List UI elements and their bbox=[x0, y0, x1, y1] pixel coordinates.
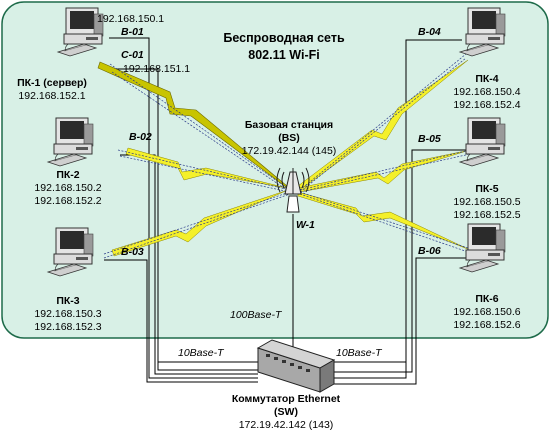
link-label-b05: B-05 bbox=[418, 133, 441, 145]
link-label-b06: B-06 bbox=[418, 245, 441, 257]
wireless-link-b03 bbox=[111, 189, 289, 257]
link-label-b02: B-02 bbox=[129, 131, 152, 143]
wireless-link-b05 bbox=[297, 149, 471, 193]
pc6-ip1: 192.168.150.6 bbox=[453, 306, 520, 318]
diagram-subtitle: 802.11 Wi-Fi bbox=[248, 48, 319, 62]
switch-abbrev: (SW) bbox=[274, 406, 298, 418]
pc3-name: ПК-3 bbox=[56, 295, 79, 307]
base-station-antenna-icon bbox=[276, 167, 310, 213]
wireless-link-b02 bbox=[125, 147, 288, 189]
pc3-ip1: 192.168.150.3 bbox=[34, 308, 101, 320]
pc1-ip-top2: 192.168.151.1 bbox=[123, 63, 190, 75]
base-station-label: Базовая станция bbox=[245, 119, 333, 131]
antenna-label: W-1 bbox=[296, 219, 315, 231]
pc5-ip2: 192.168.152.5 bbox=[453, 209, 520, 221]
link-label-b01: B-01 bbox=[121, 26, 144, 38]
pc1-ip: 192.168.152.1 bbox=[18, 90, 85, 102]
pc4-ip2: 192.168.152.4 bbox=[453, 99, 520, 111]
pc3-ip2: 192.168.152.3 bbox=[34, 321, 101, 333]
pc1-name: ПК-1 (сервер) bbox=[17, 77, 87, 89]
pc5-ip1: 192.168.150.5 bbox=[453, 196, 520, 208]
link-label-b04: B-04 bbox=[418, 26, 441, 38]
base-station-ip: 172.19.42.144 (145) bbox=[242, 145, 337, 157]
pc2-ip2: 192.168.152.2 bbox=[34, 195, 101, 207]
link-label-b03: B-03 bbox=[121, 246, 144, 258]
pc2-name: ПК-2 bbox=[56, 169, 79, 181]
cable-label-right: 10Base-T bbox=[336, 347, 383, 359]
switch-label: Коммутатор Ethernet bbox=[232, 393, 341, 405]
pc1-ip-top1: 192.168.150.1 bbox=[97, 13, 164, 25]
cable-label-main: 100Base-T bbox=[230, 309, 283, 321]
switch-ip: 172.19.42.142 (143) bbox=[239, 419, 334, 431]
pc5-name: ПК-5 bbox=[475, 183, 498, 195]
cable-label-left: 10Base-T bbox=[178, 347, 225, 359]
pc6-name: ПК-6 bbox=[475, 293, 498, 305]
wireless-link-b04 bbox=[297, 59, 469, 191]
pc6-ip2: 192.168.152.6 bbox=[453, 319, 520, 331]
base-station-abbrev: (BS) bbox=[278, 132, 300, 144]
link-label-c01: C-01 bbox=[121, 49, 144, 61]
pc4-ip1: 192.168.150.4 bbox=[453, 86, 520, 98]
radio-beams bbox=[103, 53, 471, 259]
diagram-title: Беспроводная сеть bbox=[223, 31, 345, 45]
pc2-ip1: 192.168.150.2 bbox=[34, 182, 101, 194]
ethernet-switch-icon bbox=[256, 339, 336, 393]
pc4-name: ПК-4 bbox=[475, 73, 498, 85]
wireless-link-b06 bbox=[297, 191, 471, 251]
